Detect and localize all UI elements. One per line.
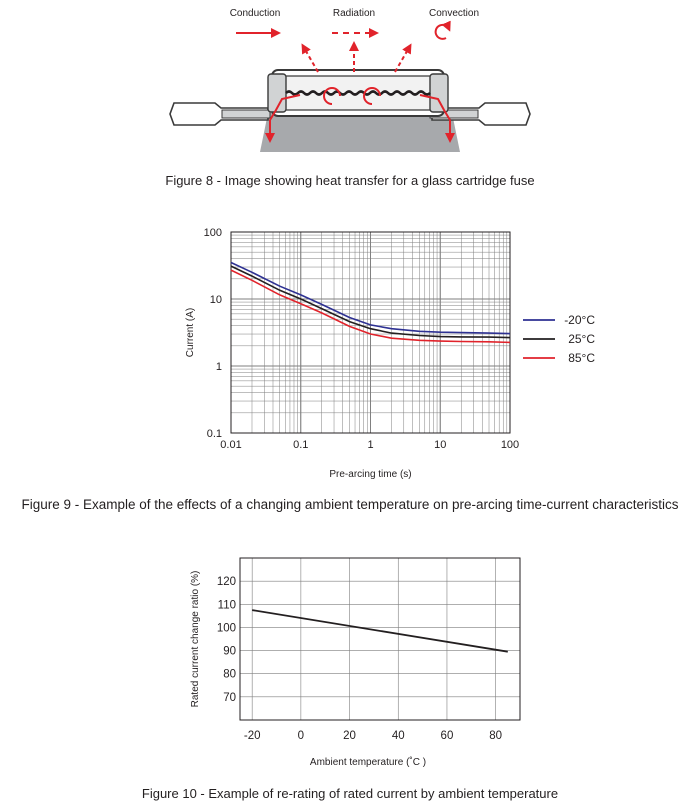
chart-series [252, 609, 508, 653]
x-tick-label: -20 [244, 730, 261, 742]
x-tick-label: 100 [501, 439, 519, 451]
x-tick-label: 1 [367, 439, 373, 451]
figure-10-caption: Figure 10 - Example of re-rating of rate… [141, 786, 559, 801]
chart-legend: -20°C 25°C 85°C [523, 313, 595, 365]
figure-8: Conduction Radiation Convection [0, 0, 700, 190]
x-tick-label: 60 [441, 730, 454, 742]
series-line-2 [230, 269, 511, 344]
x-tick-label: 40 [392, 730, 405, 742]
y-tick-label: 90 [223, 646, 236, 658]
figure-8-caption: Figure 8 - Image showing heat transfer f… [165, 173, 535, 188]
series-line-0 [252, 609, 508, 653]
y-tick-label: 1 [216, 361, 222, 373]
glass-fuse-body [267, 69, 449, 117]
legend-label: -20°C [564, 313, 595, 327]
radiation-label: Radiation [333, 8, 375, 19]
rerating-chart: -20 0 20 40 60 80 70 80 90 100 110 120 Ambient temp… [190, 557, 521, 768]
y-tick-label: 100 [204, 227, 222, 239]
chart-grid [230, 231, 511, 434]
y-tick-label: 100 [217, 622, 236, 634]
convection-label: Convection [429, 8, 479, 19]
y-tick-label: 10 [210, 294, 222, 306]
conduction-label: Conduction [230, 8, 281, 19]
convection-arrow-icon [434, 20, 451, 40]
y-tick-label: 110 [218, 599, 236, 611]
y-axis-label: Current (A) [185, 308, 196, 357]
plot-frame [230, 231, 511, 434]
chart-series [230, 261, 511, 344]
x-tick-label: 0.1 [293, 439, 308, 451]
fuse-element [285, 90, 431, 96]
legend-label: 85°C [568, 351, 595, 365]
figure-9-caption: Figure 9 - Example of the effects of a c… [21, 497, 679, 512]
x-tick-label: 20 [343, 730, 356, 742]
y-tick-label: 70 [223, 692, 236, 704]
fuse-holder-base [260, 113, 460, 152]
fuse-heat-transfer-illustration: Conduction Radiation Convection [169, 8, 531, 152]
x-tick-label: 0.01 [220, 439, 241, 451]
series-line-1 [230, 265, 511, 339]
x-axis-label: Ambient temperature (˚C ) [310, 756, 426, 768]
legend-label: 25°C [568, 332, 595, 346]
heat-flow-arrows [265, 41, 455, 143]
x-tick-label: 0 [298, 730, 304, 742]
x-tick-label: 10 [434, 439, 446, 451]
chart-tick-labels: -20 0 20 40 60 80 70 80 90 100 110 120 [217, 576, 502, 742]
left-terminal [169, 102, 271, 126]
x-axis-label: Pre-arcing time (s) [329, 469, 411, 480]
y-tick-label: 120 [217, 576, 236, 588]
y-tick-label: 80 [223, 669, 236, 681]
plot-frame [239, 557, 521, 721]
x-tick-label: 80 [489, 730, 502, 742]
right-terminal [429, 102, 531, 126]
series-line-0 [230, 261, 511, 335]
y-tick-label: 0.1 [207, 428, 222, 440]
y-axis-label: Rated current change ratio (%) [190, 571, 201, 708]
figure-10: -20 0 20 40 60 80 70 80 90 100 110 120 Ambient temp… [0, 550, 700, 810]
chart-grid [239, 557, 521, 721]
